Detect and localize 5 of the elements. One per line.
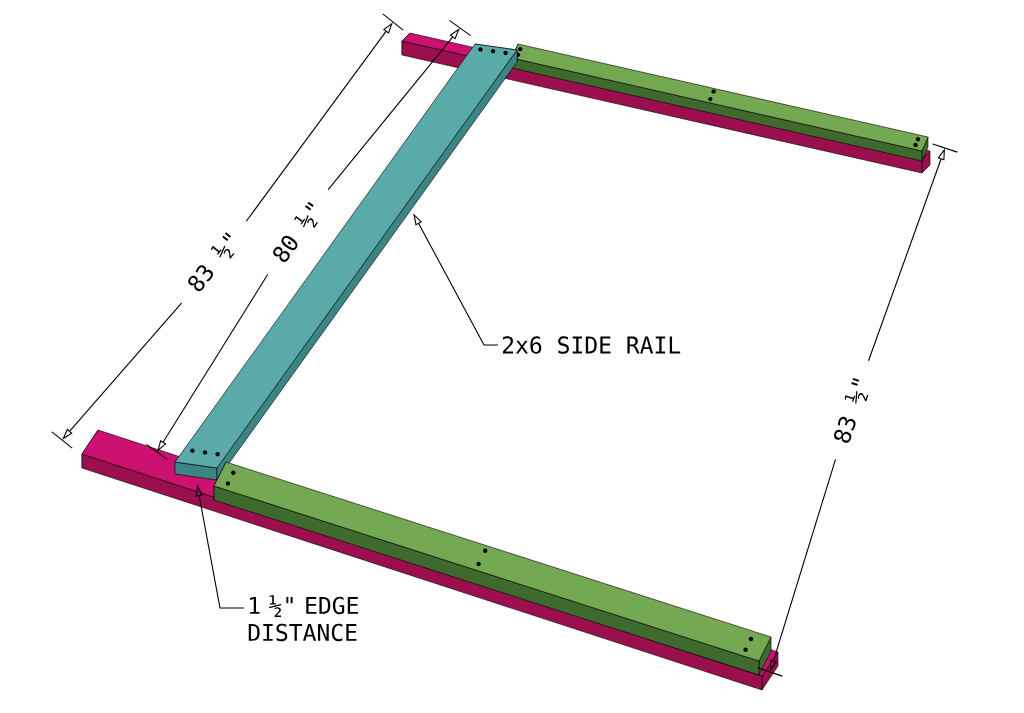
callout-text: 1 ½" EDGE DISTANCE bbox=[248, 595, 358, 642]
dimension-label: 83 ½" bbox=[188, 232, 235, 292]
callout-text: 2x6 SIDE RAIL bbox=[502, 336, 681, 354]
dimension-label: 83 ½" bbox=[834, 377, 869, 443]
dimension-label: 80 ½" bbox=[273, 201, 318, 262]
